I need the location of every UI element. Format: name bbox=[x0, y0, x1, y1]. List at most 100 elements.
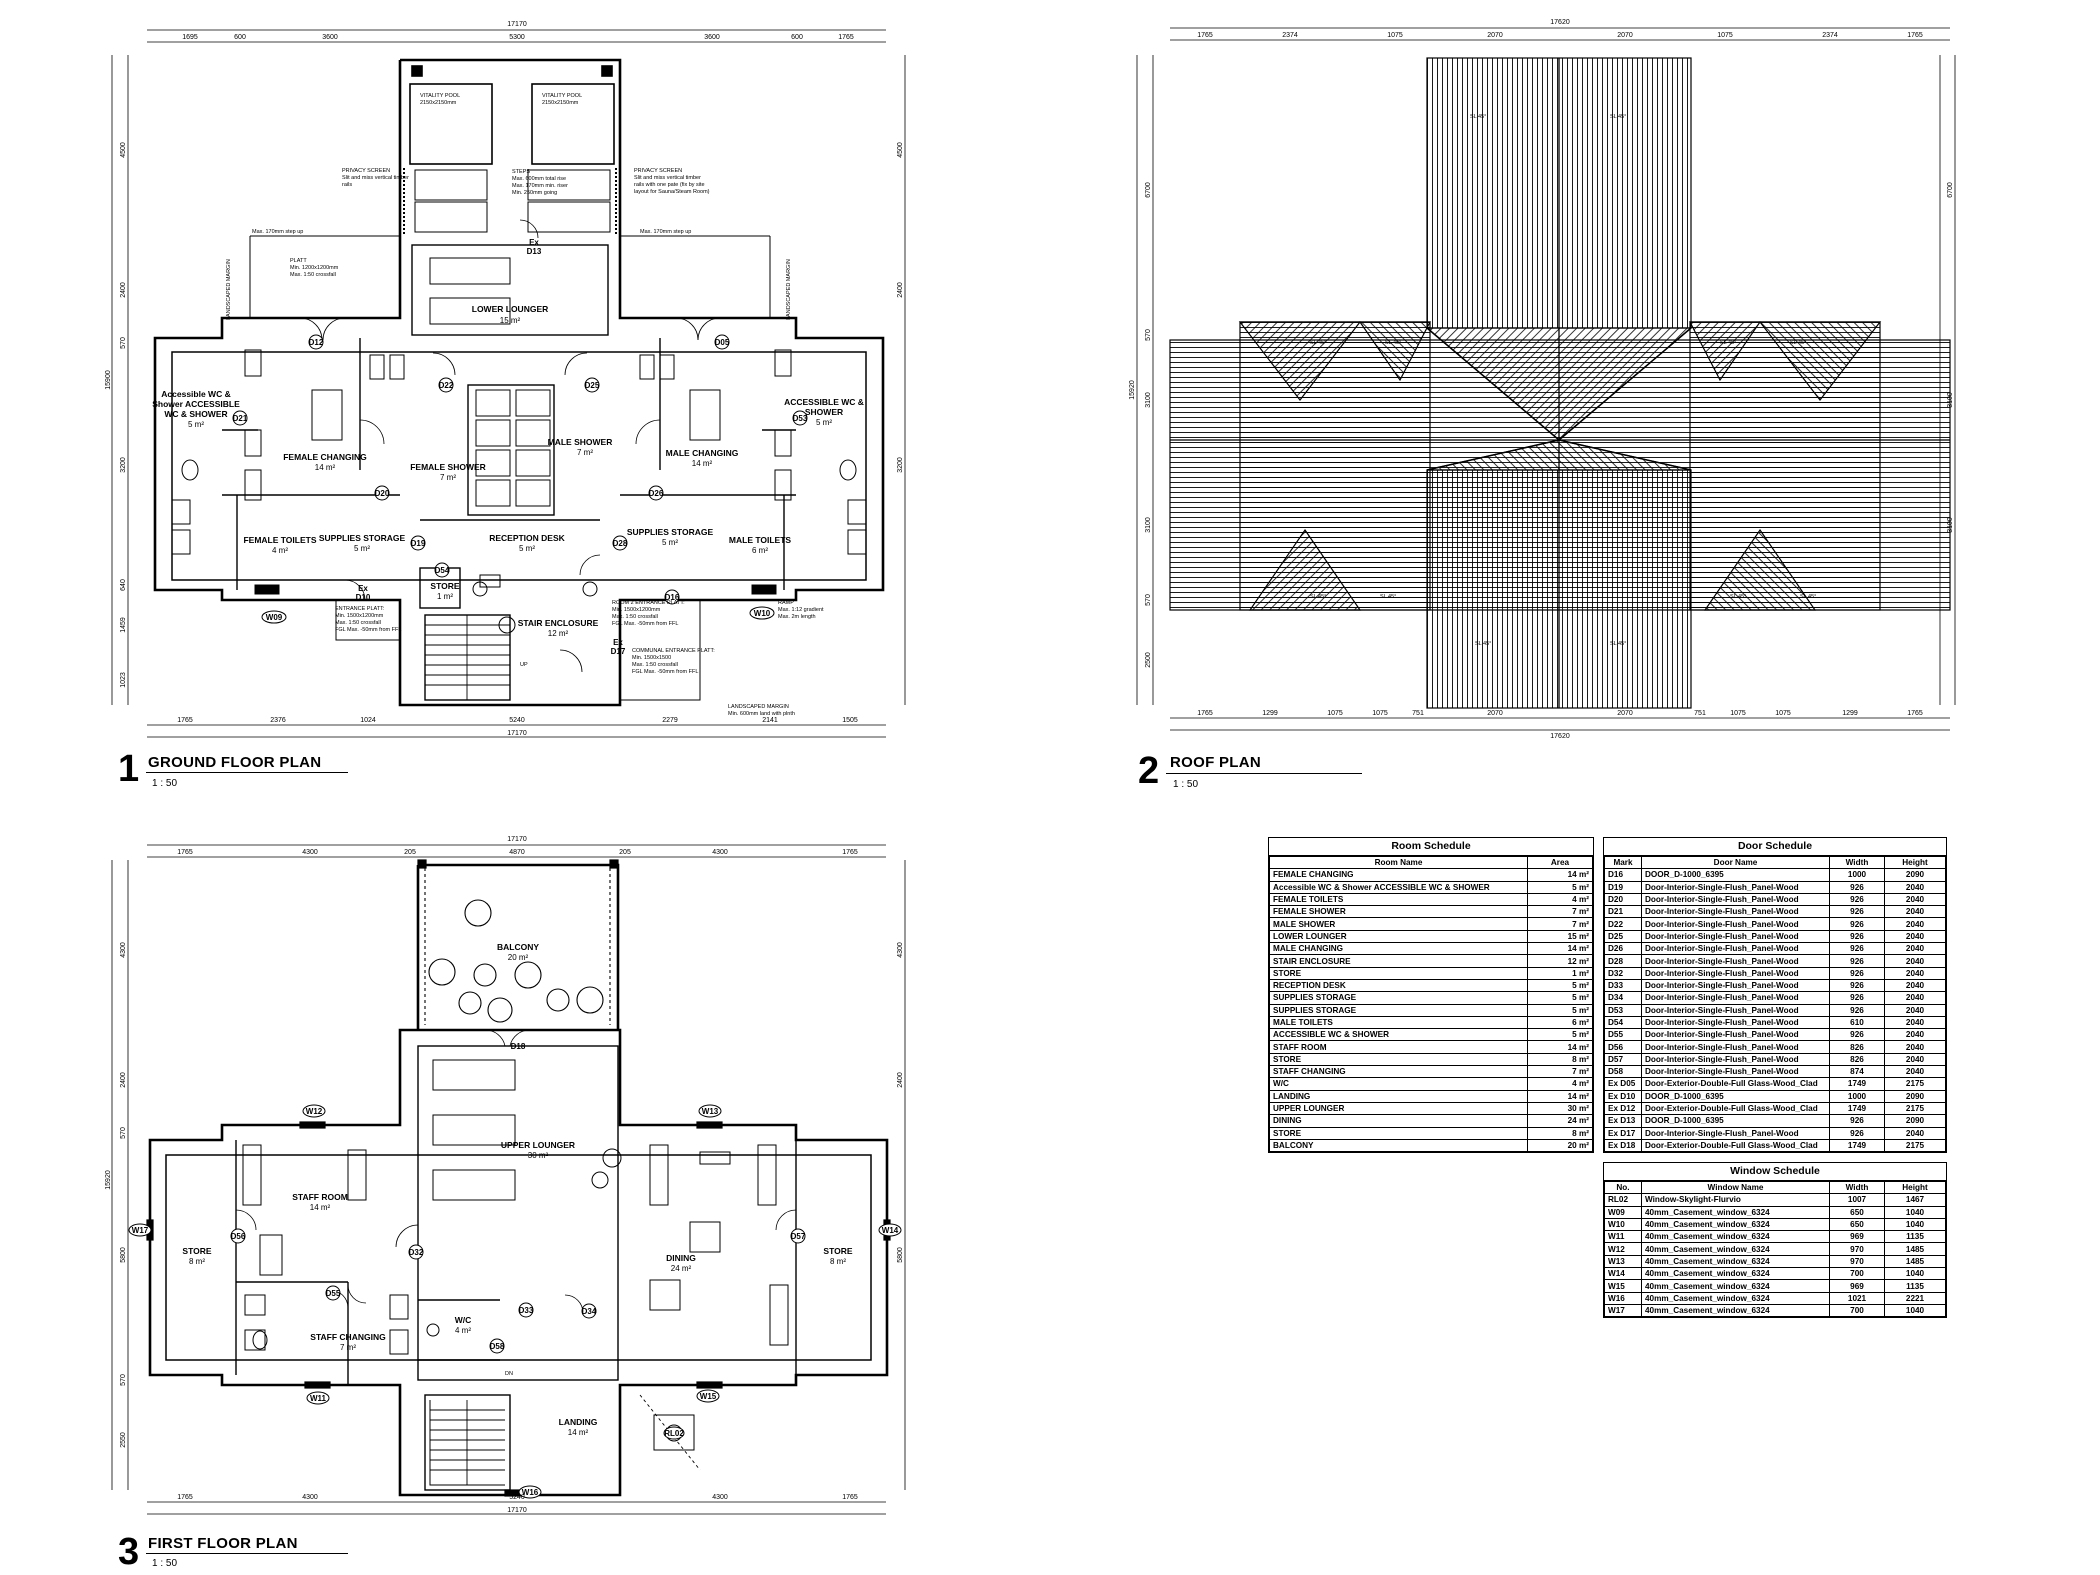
roof-slope-labels: SL 45° SL 45° SL 45° SL 45° SL 45° SL 45… bbox=[1310, 114, 1816, 647]
view-number: 1 bbox=[118, 748, 140, 790]
door-tag: D05 bbox=[715, 338, 730, 347]
table-cell: W12 bbox=[1604, 1242, 1642, 1256]
table-cell: Door-Interior-Single-Flush_Panel-Wood bbox=[1641, 892, 1830, 907]
note: COMMUNAL ENTRANCE PLATT: bbox=[632, 648, 715, 654]
table-cell: 826 bbox=[1829, 1040, 1885, 1054]
table-cell: 2040 bbox=[1884, 978, 1946, 993]
slope-label: SL 45° bbox=[1720, 340, 1736, 346]
table-cell: 650 bbox=[1829, 1205, 1885, 1219]
table-cell: RL02 bbox=[1604, 1193, 1642, 1207]
dimension: 2070 bbox=[1487, 32, 1503, 39]
room-label: STAFF CHANGING bbox=[310, 1332, 386, 1342]
table-cell: D32 bbox=[1604, 966, 1642, 980]
room-label: MALE SHOWER bbox=[548, 437, 613, 447]
window-schedule-title: Window Schedule bbox=[1604, 1163, 1946, 1181]
room-label: LOWER LOUNGER bbox=[472, 304, 549, 314]
dimension: 3600 bbox=[322, 34, 338, 41]
table-cell: 4 m² bbox=[1527, 1077, 1593, 1091]
door-tag: D10 bbox=[356, 593, 371, 602]
table-cell: Door-Exterior-Double-Full Glass-Wood_Cla… bbox=[1641, 1101, 1830, 1116]
view-scale: 1 : 50 bbox=[152, 1558, 178, 1569]
view-title-underline bbox=[146, 772, 348, 773]
table-cell: D25 bbox=[1604, 929, 1642, 944]
note: Max. 170mm min. riser bbox=[512, 183, 568, 189]
door-tag: D32 bbox=[409, 1248, 424, 1257]
room-label: BALCONY bbox=[497, 942, 539, 952]
dimension: 15920 bbox=[1129, 380, 1136, 400]
table-cell: 970 bbox=[1829, 1242, 1885, 1256]
room-area: 4 m² bbox=[455, 1326, 471, 1335]
dimension: 3200 bbox=[120, 457, 127, 473]
note: Slit and miss vertical timber bbox=[634, 175, 701, 181]
dimension: 15900 bbox=[105, 370, 112, 390]
ground-floor-plan bbox=[111, 29, 906, 738]
table-cell: 2040 bbox=[1884, 1015, 1946, 1030]
table-cell: 926 bbox=[1829, 966, 1885, 980]
door-tag: D17 bbox=[611, 647, 626, 656]
dimension: 4300 bbox=[712, 849, 728, 856]
table-cell: Door-Interior-Single-Flush_Panel-Wood bbox=[1641, 978, 1830, 993]
window-schedule: Window Schedule No. Window Name Width He… bbox=[1603, 1162, 1947, 1319]
column-header: Width bbox=[1829, 855, 1885, 870]
dimension: 5240 bbox=[509, 717, 525, 724]
table-cell: 970 bbox=[1829, 1254, 1885, 1269]
table-cell: D21 bbox=[1604, 905, 1642, 919]
room-label: STORE bbox=[823, 1246, 852, 1256]
table-cell: BALCONY bbox=[1269, 1138, 1528, 1153]
table-cell: 1749 bbox=[1829, 1101, 1885, 1116]
table-cell: 2090 bbox=[1884, 1114, 1946, 1128]
table-cell: 2175 bbox=[1884, 1138, 1946, 1153]
ground-fixtures bbox=[171, 349, 867, 634]
dimension: 2374 bbox=[1282, 32, 1298, 39]
door-tag: D33 bbox=[519, 1306, 534, 1315]
door-tag: D18 bbox=[511, 1042, 526, 1051]
table-cell: 1749 bbox=[1829, 1138, 1885, 1153]
lower-loungers bbox=[429, 257, 511, 325]
dimension: 570 bbox=[120, 337, 127, 349]
table-cell: 2040 bbox=[1884, 991, 1946, 1005]
column-header: Area bbox=[1527, 855, 1593, 870]
table-cell: 7 m² bbox=[1527, 917, 1593, 931]
table-cell: 926 bbox=[1829, 991, 1885, 1005]
room-area: 14 m² bbox=[310, 1203, 331, 1212]
door-tag: D55 bbox=[326, 1289, 341, 1298]
note: Max. 2m length bbox=[778, 614, 816, 620]
room-label: FEMALE TOILETS bbox=[243, 535, 316, 545]
table-cell: Door-Exterior-Double-Full Glass-Wood_Cla… bbox=[1641, 1138, 1830, 1153]
room-area: 5 m² bbox=[519, 544, 535, 553]
slope-label: SL 45° bbox=[1800, 594, 1816, 600]
room-label: UPPER LOUNGER bbox=[501, 1140, 575, 1150]
slope-label: SL 45° bbox=[1610, 641, 1626, 647]
ground-floor-text: LOWER LOUNGER 15 m² FEMALE CHANGING 14 m… bbox=[105, 21, 904, 737]
door-tag: D54 bbox=[435, 566, 450, 575]
first-floor-text: BALCONY 20 m² UPPER LOUNGER 30 m² STAFF … bbox=[105, 836, 904, 1514]
dimension: 1075 bbox=[1387, 32, 1403, 39]
table-cell: DOOR_D-1000_6395 bbox=[1641, 868, 1830, 882]
dimension: 1765 bbox=[177, 717, 193, 724]
table-cell: 5 m² bbox=[1527, 1028, 1593, 1042]
vitality-pools bbox=[403, 65, 617, 236]
dimension: 17620 bbox=[1550, 19, 1570, 26]
note: Max. 1:50 crossfall bbox=[612, 614, 658, 620]
table-cell: W13 bbox=[1604, 1254, 1642, 1269]
door-tag: D34 bbox=[582, 1307, 597, 1316]
table-cell: 2040 bbox=[1884, 966, 1946, 980]
room-area: 7 m² bbox=[577, 448, 593, 457]
table-cell: 5 m² bbox=[1527, 978, 1593, 993]
dimension: 2400 bbox=[120, 282, 127, 298]
dimension: 4500 bbox=[120, 142, 127, 158]
dimension: 3100 bbox=[1145, 517, 1152, 533]
table-cell: Door-Interior-Single-Flush_Panel-Wood bbox=[1641, 966, 1830, 980]
table-cell: 40mm_Casement_window_6324 bbox=[1641, 1205, 1830, 1219]
table-cell: 40mm_Casement_window_6324 bbox=[1641, 1267, 1830, 1281]
